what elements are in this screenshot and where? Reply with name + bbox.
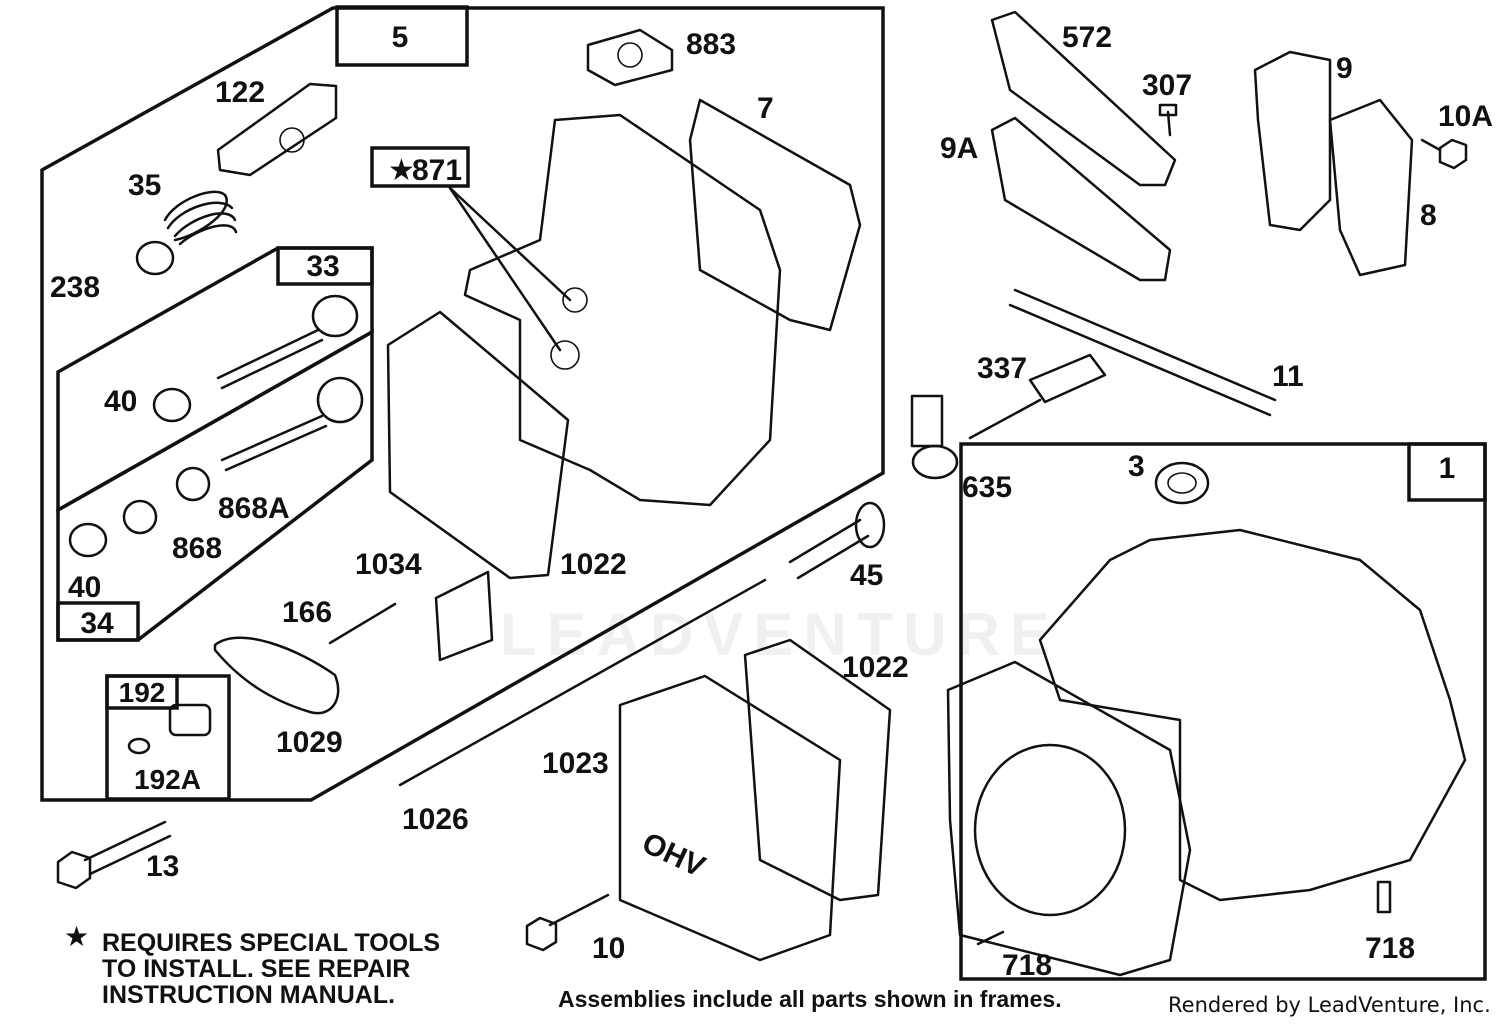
frame-label-34: 34 <box>80 607 114 640</box>
frame-label-5: 5 <box>392 21 409 54</box>
callout-13: 13 <box>146 850 179 883</box>
cover-lettering-ohv: OHV <box>637 826 710 883</box>
callout-572: 572 <box>1062 21 1112 54</box>
part-883-intake-gasket <box>586 28 674 87</box>
part-337-spark-plug <box>968 353 1107 440</box>
part-1022-rocker-cover-gasket-upper <box>386 310 570 580</box>
callout-1029: 1029 <box>276 726 343 759</box>
frame-label-box-34 <box>56 601 140 642</box>
footnote-star-icon: ★ <box>64 921 90 952</box>
leader-871-a <box>448 186 572 302</box>
part-1022-rocker-cover-gasket-lower <box>743 638 892 902</box>
callout-1023: 1023 <box>542 747 609 780</box>
leader-871-b <box>448 186 562 352</box>
callout-35: 35 <box>128 169 161 202</box>
part-cylinder-head <box>463 113 782 507</box>
callout-718-left: 718 <box>1002 949 1052 982</box>
frame-label-1: 1 <box>1439 452 1456 485</box>
callout-10A: 10A <box>1438 100 1493 133</box>
part-9A-gasket <box>990 116 1172 282</box>
part-166-stud <box>328 602 397 645</box>
frame-label-box-1 <box>1407 442 1487 502</box>
callout-192A: 192A <box>134 764 201 795</box>
footnote-line-1: REQUIRES SPECIAL TOOLS <box>102 929 441 957</box>
part-35-valve-spring <box>163 190 238 246</box>
credit-line: Rendered by LeadVenture, Inc. <box>1168 993 1491 1017</box>
callout-166: 166 <box>282 596 332 629</box>
part-7-head-gasket <box>688 98 862 332</box>
callout-7: 7 <box>757 92 774 125</box>
assemblies-note: Assemblies include all parts shown in fr… <box>558 986 1062 1012</box>
part-10-bolt <box>525 893 610 952</box>
callout-40-upper: 40 <box>104 385 137 418</box>
special-tool-star: ★ <box>388 154 415 187</box>
callout-40-lower: 40 <box>68 571 101 604</box>
callout-122: 122 <box>215 76 265 109</box>
callout-1034: 1034 <box>355 548 422 581</box>
part-1023-rocker-cover: OHV <box>618 674 842 962</box>
callout-883: 883 <box>686 28 736 61</box>
callout-337: 337 <box>977 352 1027 385</box>
callout-718-right: 718 <box>1365 932 1415 965</box>
frame-label-33: 33 <box>306 250 339 283</box>
callout-8: 8 <box>1420 199 1437 232</box>
part-11-dipstick-tube <box>1008 288 1277 417</box>
part-718-dowel-pins <box>976 880 1392 946</box>
part-572-gasket <box>990 10 1177 187</box>
callout-9A: 9A <box>940 132 978 165</box>
callout-1026: 1026 <box>402 803 469 836</box>
part-1034-rocker-plate <box>434 570 494 662</box>
callout-1022-upper: 1022 <box>560 548 627 581</box>
part-1026-push-rod <box>398 578 767 787</box>
frame-label-192: 192 <box>119 677 166 708</box>
part-238-plug <box>135 240 175 276</box>
part-307-screw <box>1158 103 1178 137</box>
footnote-line-3: INSTRUCTION MANUAL. <box>102 981 396 1009</box>
callout-868A: 868A <box>218 492 290 525</box>
part-short-block-body <box>946 461 1467 977</box>
callout-9: 9 <box>1336 52 1353 85</box>
part-192-breather <box>127 703 212 755</box>
frame-label-box-33 <box>276 246 374 286</box>
callout-635: 635 <box>962 471 1012 504</box>
callout-868: 868 <box>172 532 222 565</box>
callout-11: 11 <box>1272 360 1304 393</box>
frame-intake-valve-assembly <box>56 246 374 514</box>
callout-871: 871 <box>412 154 462 187</box>
callout-3: 3 <box>1128 450 1145 483</box>
part-valve-intake <box>216 294 359 390</box>
frame-short-block <box>959 442 1487 981</box>
part-9-gasket <box>1253 50 1332 232</box>
callout-1022-lower: 1022 <box>842 651 909 684</box>
callout-307: 307 <box>1142 69 1192 102</box>
frame-label-box-5 <box>335 5 469 67</box>
part-868-seal <box>122 499 158 535</box>
frame-label-box-192 <box>105 674 179 710</box>
frame-exhaust-valve-assembly <box>56 328 374 642</box>
part-122-insulator-plate <box>216 82 338 177</box>
part-8-breather-cover <box>1328 98 1414 277</box>
watermark: LEADVENTURE <box>500 601 1061 668</box>
part-45-tube <box>788 501 886 580</box>
part-40-valve-lock-upper <box>152 387 192 423</box>
part-40-valve-lock-lower <box>68 522 108 558</box>
callout-10: 10 <box>592 932 625 965</box>
part-13-bolt <box>56 820 172 890</box>
footnote-line-2: TO INSTALL. SEE REPAIR <box>102 955 411 983</box>
part-valve-exhaust <box>220 376 364 472</box>
part-868A-washer <box>175 466 211 502</box>
callout-45: 45 <box>850 559 883 592</box>
part-1029-rocker-arm <box>213 636 340 715</box>
part-635-boot <box>910 394 959 480</box>
callout-box-871 <box>370 146 470 188</box>
part-10A-screw <box>1420 138 1468 170</box>
callout-238: 238 <box>50 271 100 304</box>
frame-cylinder-head-assembly <box>40 6 885 802</box>
part-3-oil-seal <box>1154 461 1210 505</box>
special-tools-footnote: REQUIRES SPECIAL TOOLS TO INSTALL. SEE R… <box>102 930 440 1008</box>
